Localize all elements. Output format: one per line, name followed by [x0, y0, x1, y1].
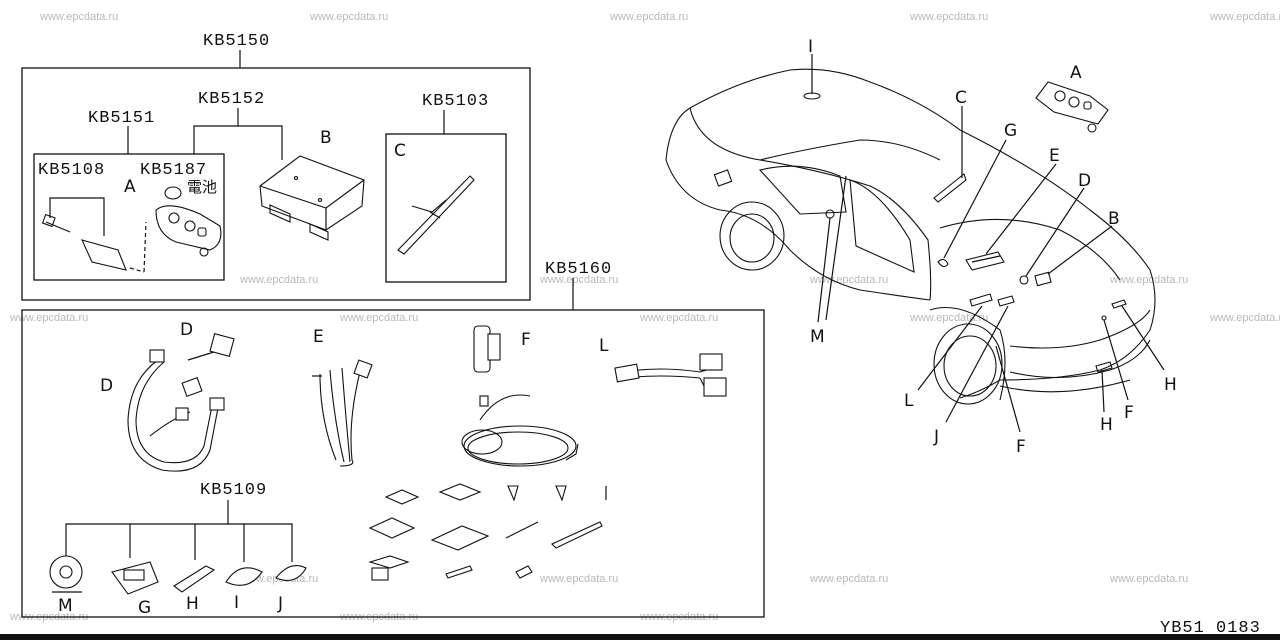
- grommet-m: [49, 555, 83, 593]
- watermark: www.epcdata.ru: [39, 11, 118, 23]
- watermark: www.epcdata.ru: [809, 274, 888, 286]
- battery-icon: [164, 186, 182, 200]
- antenna-c: [397, 175, 475, 255]
- kb5152-label: KB5152: [198, 90, 265, 109]
- vehicle-callouts: [811, 54, 1165, 433]
- letter-e-label: E: [1049, 146, 1060, 166]
- letter-h-label: H: [1164, 375, 1177, 395]
- page-code: YB51 0183: [1160, 619, 1261, 638]
- letter-j-label: J: [277, 594, 283, 614]
- letter-e-label: E: [313, 327, 324, 347]
- watermarks: www.epcdata.ru www.epcdata.ru www.epcdat…: [9, 11, 1280, 623]
- watermark: www.epcdata.ru: [1109, 274, 1188, 286]
- watermark: www.epcdata.ru: [809, 573, 888, 585]
- watermark: www.epcdata.ru: [9, 312, 88, 324]
- battery-label: 電池: [187, 178, 217, 196]
- watermark: www.epcdata.ru: [1109, 573, 1188, 585]
- letter-d-label: D: [180, 320, 193, 340]
- clip-h: [173, 565, 216, 593]
- watermark: www.epcdata.ru: [639, 312, 718, 324]
- watermark: www.epcdata.ru: [539, 573, 618, 585]
- letter-a-label: A: [124, 177, 136, 197]
- kb5108-label: KB5108: [38, 161, 105, 180]
- clips-and-pads: [368, 483, 607, 581]
- watermark: www.epcdata.ru: [339, 312, 418, 324]
- letter-h-label: H: [186, 594, 199, 614]
- letter-d-label: D: [100, 376, 113, 396]
- kb5151-box: [33, 153, 225, 281]
- letter-b-label: B: [1108, 209, 1120, 229]
- letter-c-label: C: [394, 141, 406, 161]
- kb5187-label: KB5187: [140, 161, 207, 180]
- bottom-rule: [0, 634, 1280, 640]
- harness-d: [127, 333, 235, 472]
- letter-g-label: G: [1004, 121, 1017, 141]
- letter-i-label: I: [234, 593, 239, 613]
- letter-f-label: F: [1124, 403, 1134, 423]
- clip-g: [111, 561, 159, 595]
- harness-l: [614, 353, 727, 397]
- watermark: www.epcdata.ru: [539, 274, 618, 286]
- remote-a-overview: [1035, 81, 1109, 133]
- watermark: www.epcdata.ru: [609, 11, 688, 23]
- letter-g-label: G: [138, 598, 151, 618]
- clip-i: [225, 567, 263, 586]
- letter-j-label: J: [933, 427, 939, 447]
- remote-transmitter: [155, 205, 222, 257]
- letter-l-label: L: [599, 336, 609, 356]
- kb5103-box: [385, 133, 507, 283]
- letter-m-label: M: [810, 327, 825, 347]
- letter-m-label: M: [58, 596, 73, 616]
- kb5150-box: [21, 67, 531, 301]
- kb5160-label: KB5160: [545, 260, 612, 279]
- letter-f-label: F: [1016, 437, 1026, 457]
- watermark: www.epcdata.ru: [1209, 312, 1280, 324]
- letter-b-label: B: [320, 128, 332, 148]
- letter-f-label: F: [521, 330, 531, 350]
- watermark: www.epcdata.ru: [239, 274, 318, 286]
- kb5160-box: [21, 309, 765, 618]
- watermark: www.epcdata.ru: [309, 11, 388, 23]
- key-part: [41, 213, 147, 273]
- letter-l-label: L: [904, 391, 914, 411]
- watermark: www.epcdata.ru: [1209, 11, 1280, 23]
- letter-d-label: D: [1078, 171, 1091, 191]
- kb5150-group: KB5150 KB5151 KB5108 KB5187 電池 A: [21, 32, 531, 301]
- vehicle-drawing: [665, 68, 1156, 405]
- letter-a-label: A: [1070, 63, 1082, 83]
- harness-f: [461, 325, 579, 467]
- letter-c-label: C: [955, 88, 967, 108]
- watermark: www.epcdata.ru: [909, 312, 988, 324]
- kb5160-group: KB5160 D D E F: [21, 260, 765, 618]
- kb5150-label: KB5150: [203, 32, 270, 51]
- harness-e: [312, 359, 373, 467]
- control-unit-b: [259, 155, 365, 241]
- kb5151-label: KB5151: [88, 109, 155, 128]
- kb5109-label: KB5109: [200, 481, 267, 500]
- clip-j: [275, 565, 307, 581]
- letter-h-label: H: [1100, 415, 1113, 435]
- letter-i-label: I: [808, 37, 813, 57]
- watermark: www.epcdata.ru: [909, 11, 988, 23]
- kb5103-label: KB5103: [422, 92, 489, 111]
